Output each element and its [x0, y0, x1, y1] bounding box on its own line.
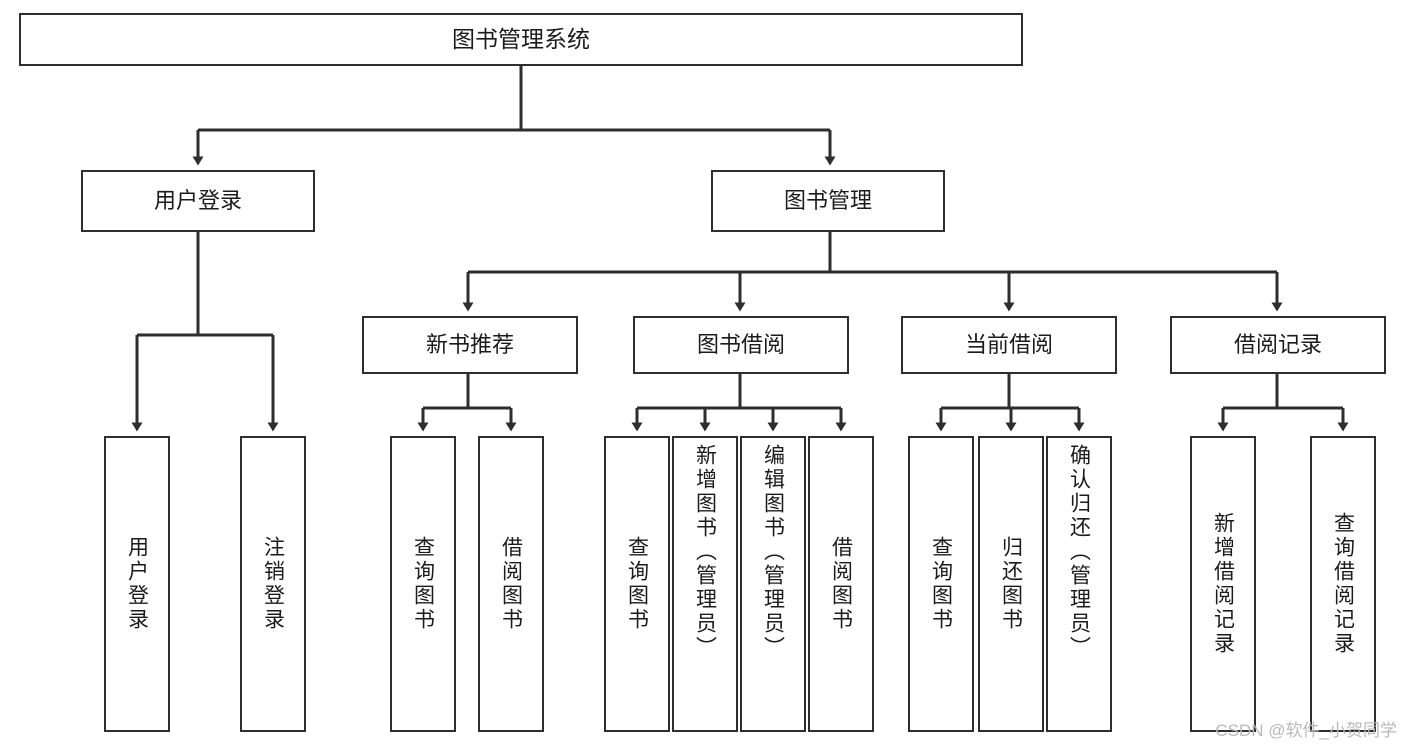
node-user-login[interactable]: 用户登录	[81, 170, 315, 232]
node-label: 注销登录	[261, 536, 285, 632]
leaf-book-borrow-query-book[interactable]: 查询图书	[604, 436, 670, 732]
node-label: 借阅图书	[499, 536, 523, 632]
node-label: 归还图书	[999, 536, 1023, 632]
leaf-new-book-borrow-book[interactable]: 借阅图书	[478, 436, 544, 732]
leaf-book-borrow-borrow-book[interactable]: 借阅图书	[808, 436, 874, 732]
leaf-book-borrow-add-book[interactable]: 新增图书（管理员）	[672, 436, 738, 732]
node-book-management-system[interactable]: 图书管理系统	[19, 13, 1023, 66]
node-label: 确认归还（管理员）	[1067, 444, 1091, 660]
leaf-book-borrow-edit-book[interactable]: 编辑图书（管理员）	[740, 436, 806, 732]
watermark-text: CSDN @软件_小贺同学	[1215, 721, 1397, 740]
node-label: 新书推荐	[425, 332, 514, 358]
node-book-management[interactable]: 图书管理	[711, 170, 945, 232]
node-label: 借阅记录	[1233, 332, 1322, 358]
node-new-book-recommend[interactable]: 新书推荐	[362, 316, 578, 374]
leaf-user-logout[interactable]: 注销登录	[240, 436, 306, 732]
leaf-user-login[interactable]: 用户登录	[104, 436, 170, 732]
node-label: 图书借阅	[696, 332, 785, 358]
node-label: 查询图书	[625, 536, 649, 632]
node-label: 查询图书	[929, 536, 953, 632]
node-label: 新增图书（管理员）	[693, 444, 717, 660]
node-label: 查询借阅记录	[1331, 512, 1355, 656]
node-label: 借阅图书	[829, 536, 853, 632]
node-label: 查询图书	[411, 536, 435, 632]
leaf-new-book-query-book[interactable]: 查询图书	[390, 436, 456, 732]
leaf-current-borrow-confirm-return[interactable]: 确认归还（管理员）	[1046, 436, 1112, 732]
node-borrow-record[interactable]: 借阅记录	[1170, 316, 1386, 374]
node-label: 当前借阅	[964, 332, 1053, 358]
node-label: 用户登录	[153, 188, 242, 214]
leaf-borrow-record-query-record[interactable]: 查询借阅记录	[1310, 436, 1376, 732]
node-book-borrow[interactable]: 图书借阅	[633, 316, 849, 374]
node-label: 编辑图书（管理员）	[761, 444, 785, 660]
leaf-current-borrow-return-book[interactable]: 归还图书	[978, 436, 1044, 732]
node-current-borrow[interactable]: 当前借阅	[901, 316, 1117, 374]
leaf-borrow-record-add-record[interactable]: 新增借阅记录	[1190, 436, 1256, 732]
node-label: 图书管理系统	[452, 25, 590, 52]
node-label: 用户登录	[125, 536, 149, 632]
node-label: 新增借阅记录	[1211, 512, 1235, 656]
leaf-current-borrow-query-book[interactable]: 查询图书	[908, 436, 974, 732]
node-label: 图书管理	[783, 188, 872, 214]
